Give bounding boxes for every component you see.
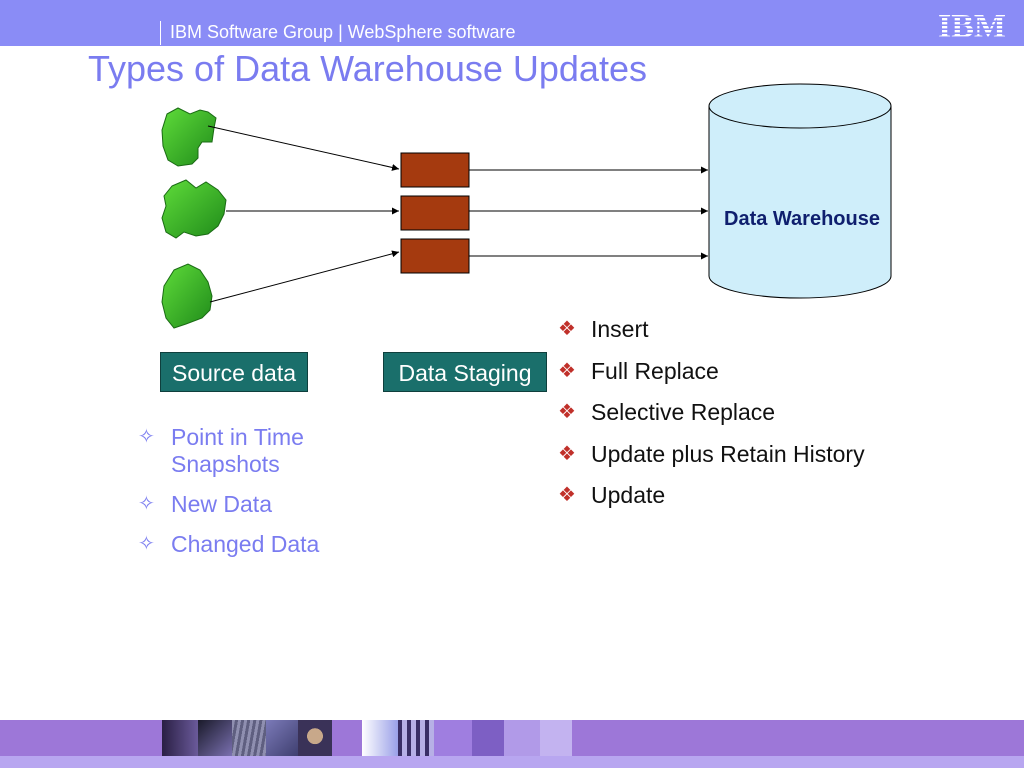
svg-text:IBM: IBM bbox=[938, 8, 1006, 42]
footer-strip bbox=[0, 756, 1024, 768]
footer-image-hand bbox=[198, 720, 232, 756]
staging-box-2 bbox=[400, 195, 470, 231]
staging-box-3 bbox=[400, 238, 470, 274]
list-item: ✧Point in Time Snapshots bbox=[138, 424, 304, 477]
bullet-icon: ❖ bbox=[558, 442, 576, 465]
bullet-icon: ❖ bbox=[558, 401, 576, 423]
update-types-list: ❖Insert ❖Full Replace ❖Selective Replace… bbox=[558, 316, 958, 524]
footer-banner bbox=[0, 720, 1024, 768]
list-item: ✧Changed Data bbox=[138, 531, 320, 557]
bullet-icon: ✧ bbox=[138, 426, 155, 448]
list-item: ✧New Data bbox=[138, 491, 272, 517]
footer-block-3 bbox=[504, 720, 540, 756]
bullet-icon: ❖ bbox=[558, 484, 576, 506]
bullet-icon: ❖ bbox=[558, 359, 576, 382]
data-warehouse-cylinder bbox=[708, 83, 892, 299]
list-item: ❖Full Replace bbox=[558, 357, 719, 384]
header-separator bbox=[160, 21, 161, 45]
data-staging-label: Data Staging bbox=[383, 352, 547, 392]
source-bullet-list: ✧Point in Time Snapshots ✧New Data ✧Chan… bbox=[138, 424, 368, 571]
footer-image-tools bbox=[162, 720, 198, 756]
footer-image-abstract bbox=[362, 720, 398, 756]
bullet-icon: ✧ bbox=[138, 493, 155, 515]
arrow-source1-to-staging bbox=[207, 125, 400, 171]
data-warehouse-label: Data Warehouse bbox=[724, 208, 880, 230]
arrow-source3-to-staging bbox=[209, 250, 400, 303]
staging-box-1 bbox=[400, 152, 470, 188]
source-shape-3 bbox=[161, 263, 213, 329]
source-data-label: Source data bbox=[160, 352, 308, 392]
footer-image-people bbox=[266, 720, 298, 756]
diagram bbox=[161, 83, 892, 329]
page-title: Types of Data Warehouse Updates bbox=[88, 48, 647, 89]
list-item: ❖Update plus Retain History bbox=[558, 440, 865, 467]
footer-image-face bbox=[298, 720, 332, 756]
ibm-logo: IBM bbox=[938, 8, 1006, 42]
footer-block-4 bbox=[540, 720, 572, 756]
footer-image-columns bbox=[398, 720, 434, 756]
list-item: ❖Update bbox=[558, 482, 666, 508]
list-item: ❖Insert bbox=[558, 316, 649, 342]
list-item: ❖Selective Replace bbox=[558, 399, 776, 425]
bullet-icon: ✧ bbox=[138, 533, 155, 555]
bullet-icon: ❖ bbox=[558, 318, 576, 340]
footer-block-1 bbox=[434, 720, 472, 756]
source-shape-2 bbox=[161, 179, 227, 239]
header-bar: IBM Software Group | WebSphere software … bbox=[0, 0, 1024, 46]
footer-block-2 bbox=[472, 720, 504, 756]
header-group-text: IBM Software Group | WebSphere software bbox=[170, 22, 516, 42]
footer-image-building bbox=[232, 720, 266, 756]
source-shape-1 bbox=[161, 107, 217, 167]
